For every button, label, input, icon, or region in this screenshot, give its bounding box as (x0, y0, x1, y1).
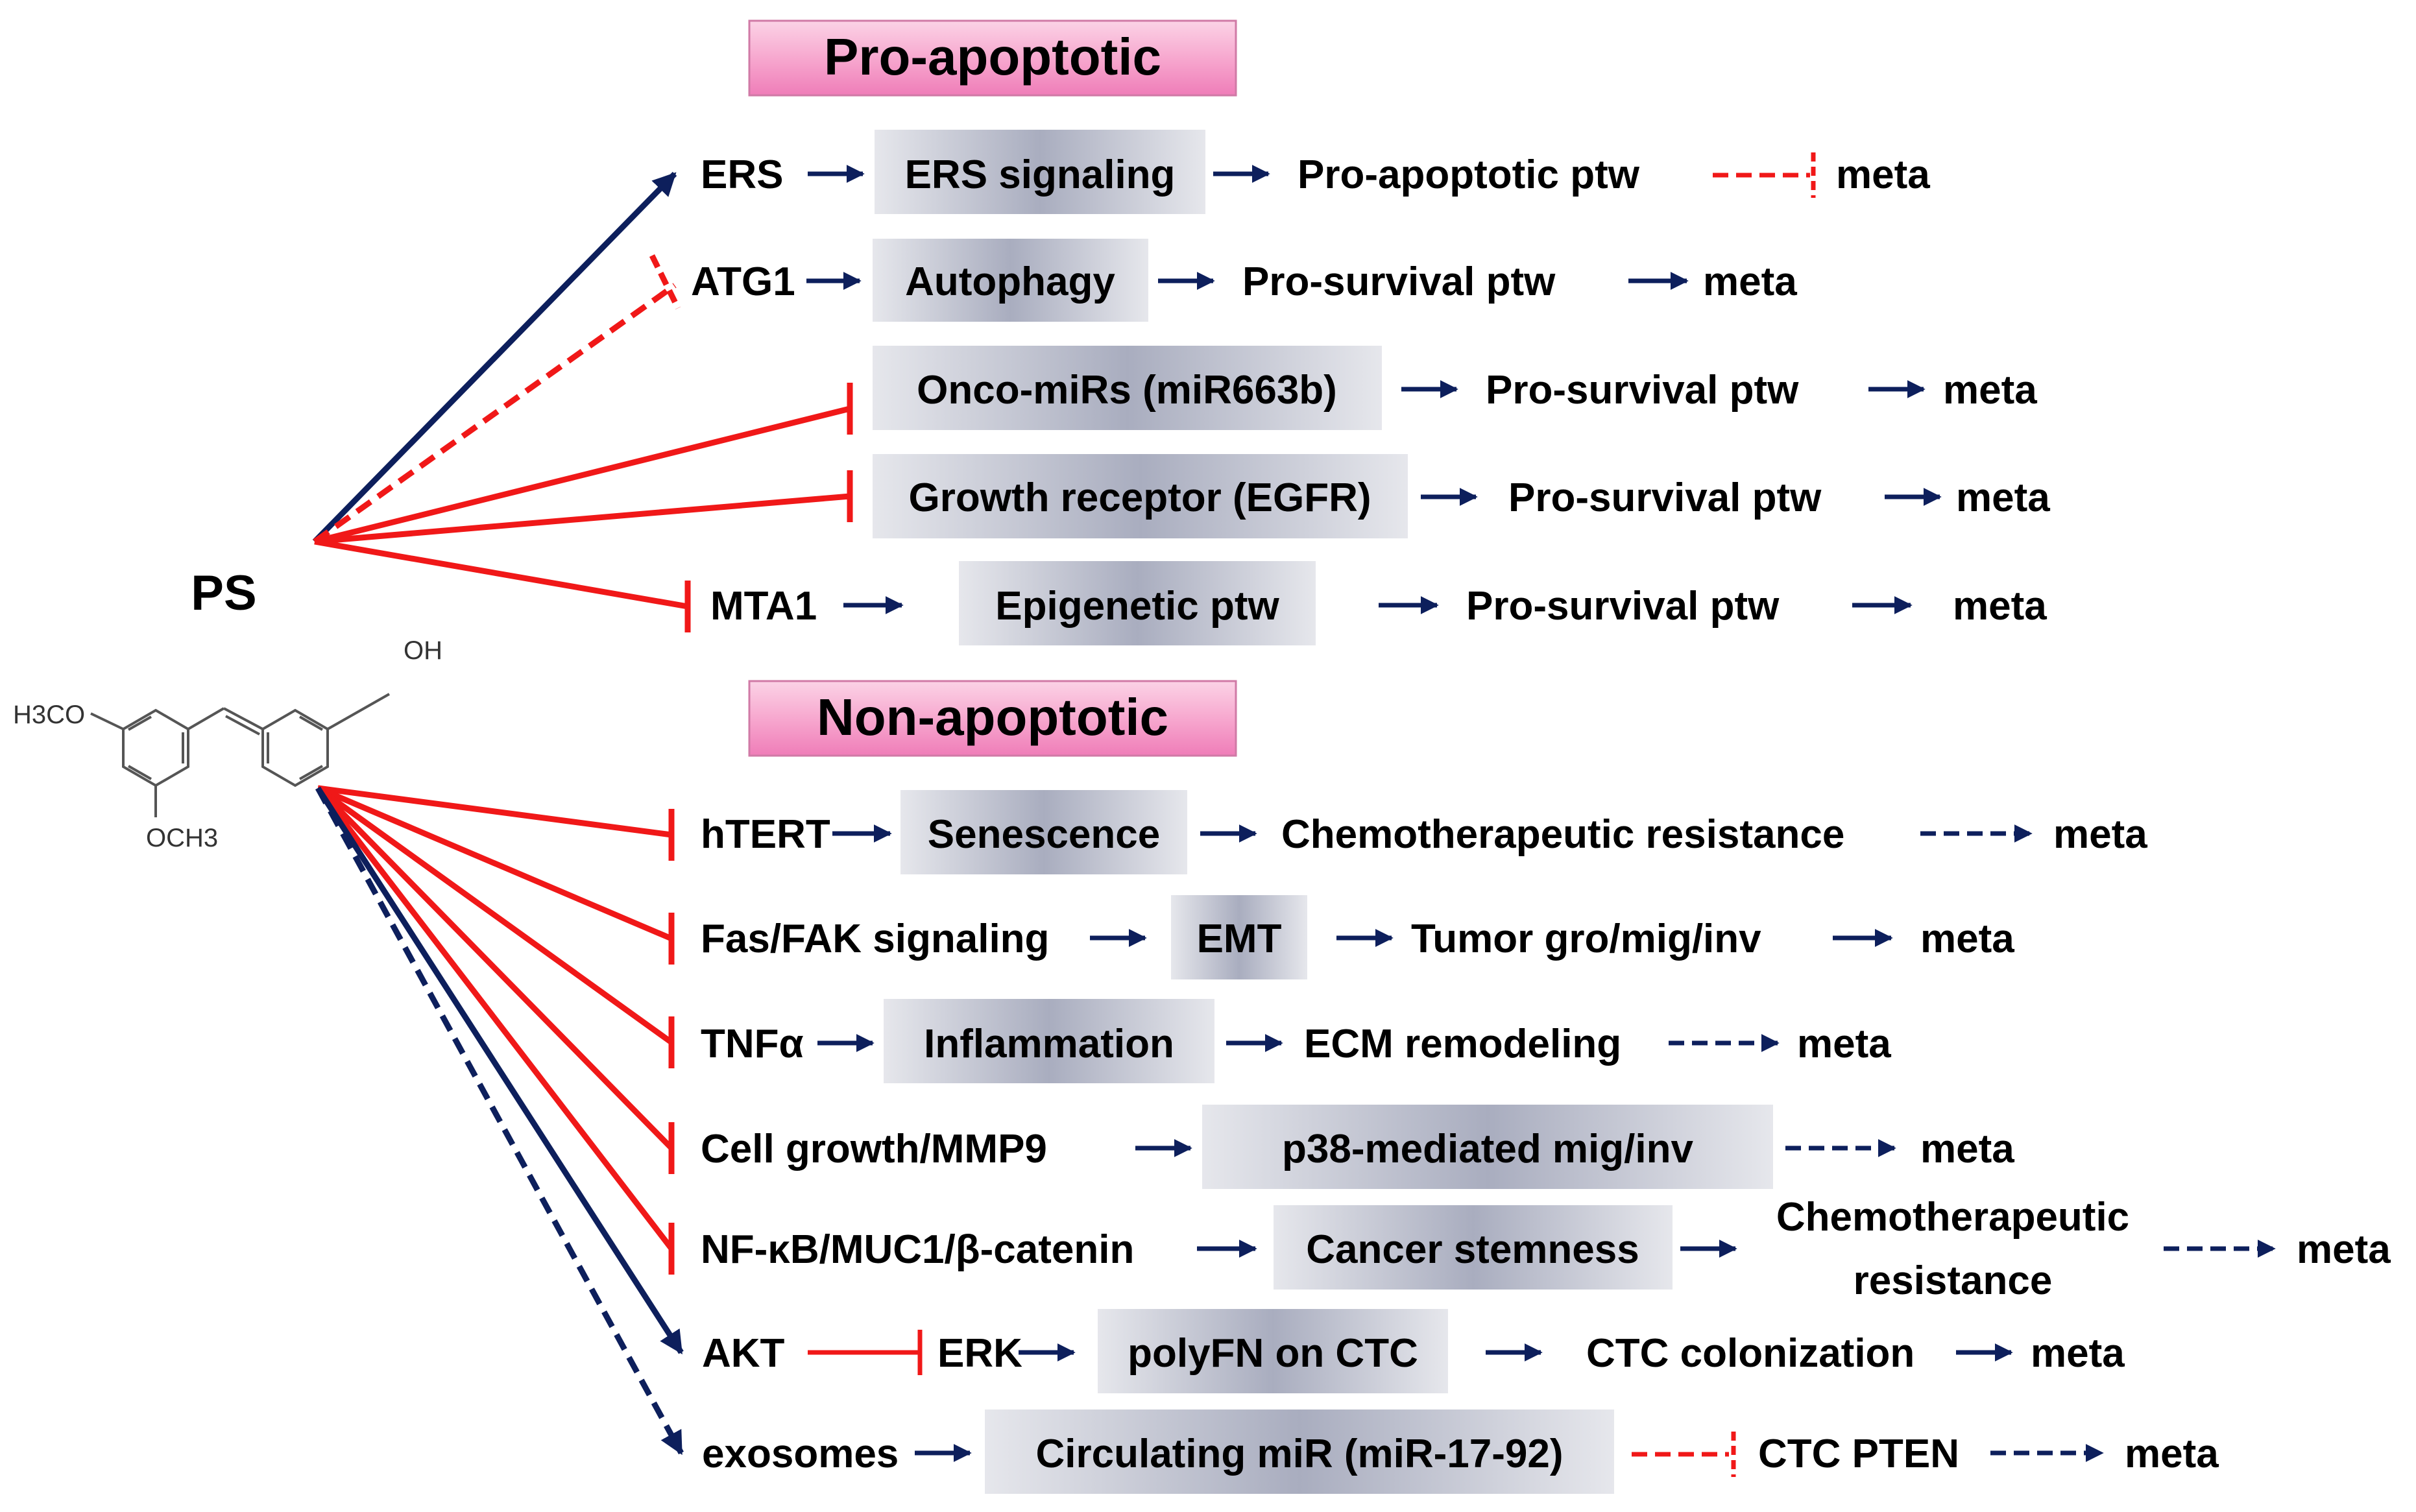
row-onco-mirs: Onco-miRs (miR663b) Pro-survival ptw met… (873, 346, 2037, 430)
row-fas-fak: Fas/FAK signaling EMT Tumor gro/mig/inv … (701, 895, 2014, 979)
activate-dashed-arrow-exosomes (315, 786, 684, 1456)
node-label: Chemotherapeutic (1776, 1195, 2129, 1240)
node-label: Cell growth/MMP9 (701, 1127, 1047, 1171)
inhibit-line-egfr (314, 493, 851, 545)
node-label: Pro-apoptotic ptw (1298, 152, 1640, 197)
compound-label: PS (191, 566, 256, 621)
node-label: meta (2297, 1227, 2391, 1272)
node-label: hTERT (701, 812, 830, 857)
node-label: Circulating miR (miR-17-92) (1035, 1432, 1563, 1476)
node-label: Pro-survival ptw (1466, 584, 1780, 629)
node-label: meta (1797, 1022, 1891, 1066)
hydroxyl-label: OH (404, 636, 442, 665)
inhibit-line-fas-fak (317, 785, 673, 942)
node-label: meta (1920, 1127, 2014, 1171)
node-label: Pro-survival ptw (1486, 368, 1799, 413)
row-egfr: Growth receptor (EGFR) Pro-survival ptw … (873, 454, 2050, 538)
node-label: TNFα (701, 1022, 804, 1066)
process-box (884, 999, 1214, 1083)
node-label: meta (1953, 584, 2047, 629)
section-title: Non-apoptotic (817, 688, 1168, 746)
node-label: Senescence (928, 812, 1160, 857)
row-htert: hTERT Senescence Chemotherapeutic resist… (701, 790, 2147, 874)
node-label: ECM remodeling (1304, 1022, 1621, 1066)
node-label: meta (2031, 1331, 2125, 1376)
node-label: meta (1836, 152, 1930, 197)
row-exosomes: exosomes Circulating miR (miR-17-92) CTC… (702, 1410, 2219, 1494)
inhibit-line-mmp9 (315, 786, 674, 1151)
process-box (873, 239, 1148, 322)
inhibit-line-nfkb (315, 786, 674, 1251)
node-label: ERS (701, 152, 783, 197)
inhibit-line-tnfa (316, 786, 673, 1045)
node-label: Pro-survival ptw (1508, 475, 1822, 520)
node-label: AKT (702, 1331, 785, 1376)
node-label: Epigenetic ptw (995, 584, 1279, 629)
row-akt: AKT ERK polyFN on CTC CTC colonization m… (702, 1309, 2125, 1393)
node-label: meta (1943, 368, 2037, 413)
node-label: ERK (937, 1331, 1022, 1376)
process-box (1274, 1205, 1673, 1290)
node-label: meta (2125, 1432, 2219, 1476)
node-label: Cancer stemness (1306, 1227, 1639, 1272)
node-label: Autophagy (905, 259, 1115, 304)
inhibit-bar (649, 254, 681, 309)
node-label: Inflammation (924, 1022, 1174, 1066)
process-box (873, 346, 1382, 430)
row-mta1: MTA1 Epigenetic ptw Pro-survival ptw met… (710, 561, 2047, 645)
row-nfkb: NF-κB/MUC1/β-catenin Cancer stemness Che… (701, 1195, 2391, 1303)
node-label: MTA1 (710, 584, 817, 629)
process-box (900, 790, 1187, 874)
row-mmp9: Cell growth/MMP9 p38-mediated mig/inv me… (701, 1105, 2014, 1189)
process-box (875, 130, 1205, 214)
node-label: Growth receptor (EGFR) (908, 475, 1371, 520)
node-label: meta (1703, 259, 1797, 304)
process-box (1098, 1309, 1448, 1393)
row-tnfa: TNFα Inflammation ECM remodeling meta (701, 999, 1891, 1083)
node-label: NF-κB/MUC1/β-catenin (701, 1227, 1134, 1272)
process-box (1171, 895, 1307, 979)
process-box (959, 561, 1316, 645)
node-label: resistance (1854, 1258, 2053, 1303)
process-box (985, 1410, 1614, 1494)
node-label: meta (1956, 475, 2050, 520)
node-label: CTC PTEN (1758, 1432, 1959, 1476)
section-header-non-apoptotic: Non-apoptotic (748, 680, 1237, 757)
node-label: Pro-survival ptw (1242, 259, 1556, 304)
node-label: polyFN on CTC (1128, 1331, 1418, 1376)
node-label: meta (1920, 917, 2014, 961)
node-label: p38-mediated mig/inv (1282, 1127, 1693, 1171)
node-label: exosomes (702, 1432, 899, 1476)
row-atg1: ATG1 Autophagy Pro-survival ptw meta (691, 239, 1797, 322)
node-label: ATG1 (691, 259, 795, 304)
inhibit-line-mta1 (314, 538, 688, 610)
activate-arrow-ers (312, 171, 677, 544)
node-label: EMT (1197, 917, 1282, 961)
node-label: CTC colonization (1586, 1331, 1915, 1376)
node-label: Chemotherapeutic resistance (1281, 812, 1844, 857)
inhibit-line-htert (317, 785, 672, 838)
process-box (1202, 1105, 1773, 1189)
section-header-pro-apoptotic: Pro-apoptotic (748, 19, 1237, 97)
row-ers: ERS ERS signaling Pro-apoptotic ptw meta (701, 130, 1930, 214)
node-label: meta (2053, 812, 2147, 857)
node-label: Fas/FAK signaling (701, 917, 1049, 961)
pterostilbene-structure (90, 693, 390, 817)
inhibit-dashed-line-atg1 (313, 283, 677, 544)
section-title: Pro-apoptotic (824, 28, 1161, 86)
activate-arrow-akt (315, 786, 684, 1355)
node-label: Onco-miRs (miR663b) (917, 368, 1337, 413)
inhibit-line-onco-mirs (313, 405, 851, 545)
node-label: ERS signaling (905, 152, 1176, 197)
node-label: Tumor gro/mig/inv (1411, 917, 1761, 961)
methoxy-label: OCH3 (146, 824, 218, 852)
process-box (873, 454, 1408, 538)
methoxy-label: H3CO (13, 701, 85, 729)
